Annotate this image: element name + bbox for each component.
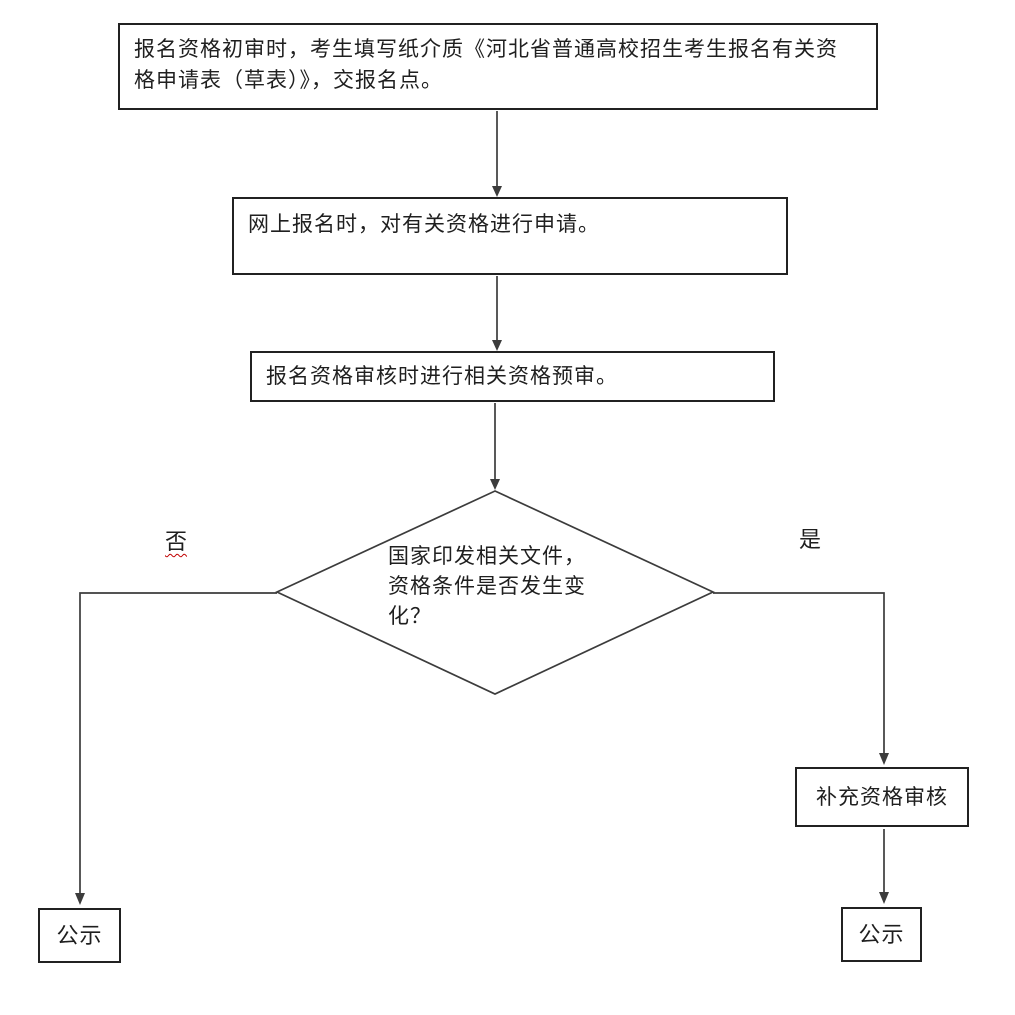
- decision-diamond-shape: [274, 490, 716, 695]
- node-step3-preliminary-review: 报名资格审核时进行相关资格预审。: [250, 351, 775, 402]
- node-step2-online-apply: 网上报名时，对有关资格进行申请。: [232, 197, 788, 275]
- node-publicity-left: 公示: [38, 908, 121, 963]
- arrowhead-icon: [492, 340, 502, 351]
- edge-step2-step3: [492, 276, 502, 351]
- arrowhead-icon: [879, 892, 889, 904]
- edge-supplement-publish: [879, 829, 889, 904]
- branch-label-no: 否: [165, 529, 188, 554]
- decision-node-text: 国家印发相关文件，资格条件是否发生变化？: [388, 545, 586, 628]
- arrowhead-icon: [879, 753, 889, 765]
- arrowhead-icon: [75, 893, 85, 905]
- edge-step1-step2: [492, 111, 502, 197]
- node-step1-paper-form: 报名资格初审时，考生填写纸介质《河北省普通高校招生考生报名有关资格申请表（草表）…: [118, 23, 878, 110]
- node-publicity-right: 公示: [841, 907, 922, 962]
- edge-decision-supplement-yes: [713, 592, 889, 765]
- branch-label-yes: 是: [799, 527, 822, 552]
- edge-step3-decision: [490, 403, 500, 490]
- edge-decision-publish-no: [75, 592, 277, 905]
- node-supplement-review: 补充资格审核: [795, 767, 969, 827]
- arrowhead-icon: [490, 479, 500, 490]
- arrowhead-icon: [492, 186, 502, 197]
